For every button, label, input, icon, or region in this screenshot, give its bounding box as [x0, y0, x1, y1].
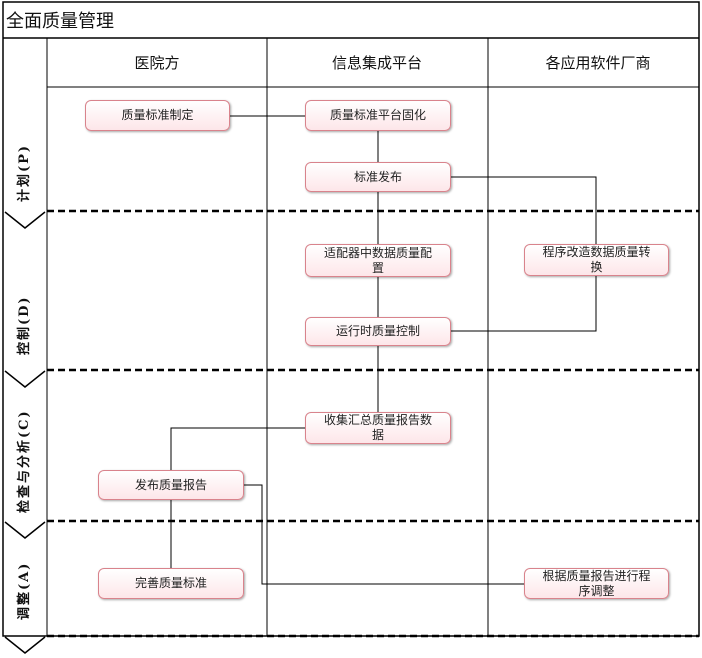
step-program-convert: 程序改造数据质量转换 [524, 244, 669, 276]
phase-chevron-3 [4, 521, 46, 539]
step-quality-standard-define: 质量标准制定 [85, 100, 230, 131]
column-header-platform: 信息集成平台 [331, 54, 422, 72]
column-header-vendors: 各应用软件厂商 [545, 54, 651, 72]
diagram-title: 全面质量管理 [6, 11, 114, 32]
connector-publish-to-convert [451, 176, 597, 244]
step-improve-standard: 完善质量标准 [98, 568, 244, 599]
step-publish-report: 发布质量报告 [98, 470, 244, 500]
connector-convert-to-runtime [451, 276, 597, 332]
phase-chevron-4 [4, 636, 46, 654]
phase-label-act: 调整(A) [17, 561, 32, 620]
step-adapter-config: 适配器中数据质量配置 [305, 244, 451, 277]
phase-label-do: 控制(D) [17, 295, 32, 355]
phase-chevron-1 [4, 211, 46, 229]
step-standard-publish: 标准发布 [305, 162, 451, 192]
step-platform-solidify: 质量标准平台固化 [305, 100, 451, 131]
connector-collect-to-publish-report [170, 427, 305, 470]
step-collect-report: 收集汇总质量报告数据 [305, 412, 451, 444]
step-runtime-control: 运行时质量控制 [305, 317, 451, 346]
phase-chevron-2 [4, 370, 46, 388]
step-adjust-program: 根据质量报告进行程序调整 [524, 568, 669, 599]
phase-label-check: 检查与分析(C) [17, 409, 32, 513]
phase-label-plan: 计划(P) [17, 143, 32, 202]
connector-publish-report-to-adjust [244, 484, 524, 585]
column-header-hospital: 医院方 [134, 54, 180, 72]
